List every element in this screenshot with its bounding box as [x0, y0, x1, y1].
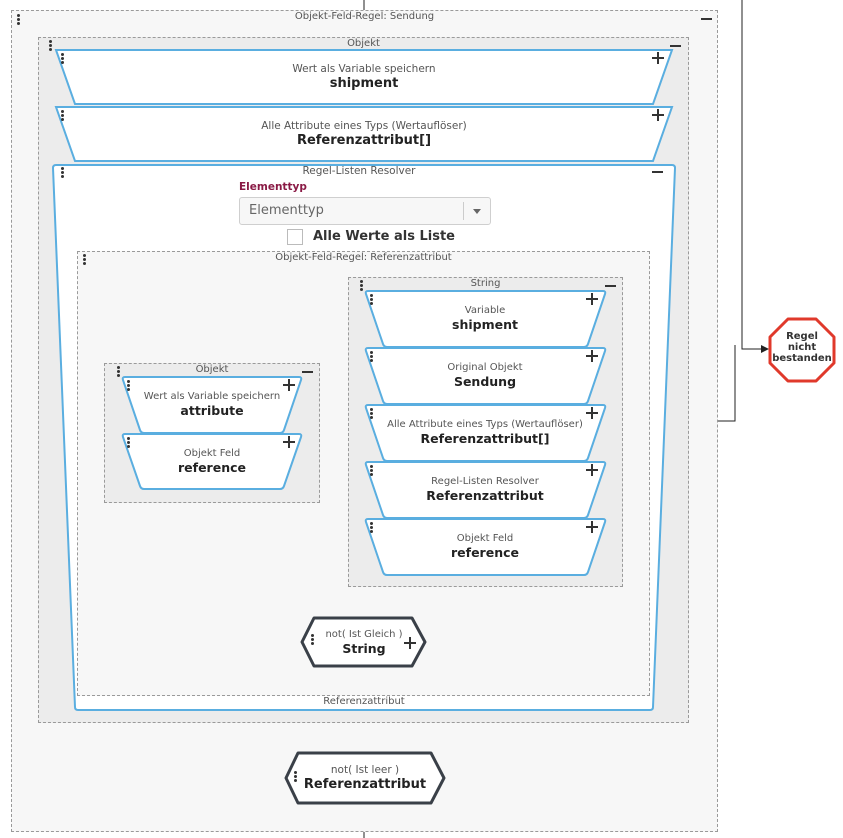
drag-handle-icon[interactable]	[370, 294, 374, 308]
node-refattr-sub: Alle Attribute eines Typs (Wertauflöser)	[261, 120, 467, 132]
node-shipment-text: Wert als Variable speichern shipment	[200, 63, 528, 92]
add-icon[interactable]	[586, 350, 598, 362]
stop-line-2: nicht	[787, 342, 817, 353]
left-objekt-title: Objekt	[195, 364, 229, 375]
string-node-5-text: Objekt Feld reference	[385, 532, 585, 561]
add-icon[interactable]	[586, 521, 598, 533]
outer-rule-title: Objekt-Feld-Regel: Sendung	[294, 11, 435, 22]
string-node-5-main: reference	[451, 545, 519, 560]
drag-handle-icon[interactable]	[61, 110, 65, 124]
cond-outer-text: not( Ist leer ) Referenzattribut	[300, 764, 430, 793]
node-all-attributes[interactable]	[54, 106, 674, 162]
add-icon[interactable]	[586, 464, 598, 476]
element-type-label: Elementtyp	[239, 181, 307, 193]
node-shipment-main: shipment	[329, 76, 399, 91]
all-values-checkbox[interactable]	[287, 229, 303, 245]
left-node-1-sub: Wert als Variable speichern	[143, 391, 281, 402]
collapse-icon[interactable]	[605, 285, 616, 287]
stop-line-3: bestanden	[772, 353, 832, 364]
collapse-icon[interactable]	[701, 18, 712, 20]
drag-handle-icon[interactable]	[117, 366, 121, 380]
string-node-3-sub: Alle Attribute eines Typs (Wertauflöser)	[387, 419, 583, 430]
cond-outer-sub: not( Ist leer )	[330, 764, 400, 776]
drag-handle-icon[interactable]	[61, 167, 65, 181]
left-node-1-text: Wert als Variable speichern attribute	[136, 390, 288, 419]
node-refattr-text: Alle Attribute eines Typs (Wertauflöser)…	[200, 120, 528, 149]
cond-inner-sub: not( Ist Gleich )	[325, 629, 403, 640]
drag-handle-icon[interactable]	[127, 437, 131, 451]
all-values-label: Alle Werte als Liste	[313, 229, 455, 244]
resolver-title: Regel-Listen Resolver	[302, 165, 416, 177]
add-icon[interactable]	[586, 407, 598, 419]
left-node-2-sub: Objekt Feld	[183, 448, 241, 459]
cond-outer-main: Referenzattribut	[303, 777, 427, 792]
collapse-icon[interactable]	[302, 371, 313, 373]
string-node-3-text: Alle Attribute eines Typs (Wertauflöser)…	[380, 418, 590, 447]
drag-handle-icon[interactable]	[370, 408, 374, 422]
condition-not-empty[interactable]	[284, 751, 446, 805]
resolver-footer: Referenzattribut	[323, 696, 405, 707]
left-node-1-main: attribute	[180, 403, 244, 418]
drag-handle-icon[interactable]	[311, 634, 315, 648]
drag-handle-icon[interactable]	[370, 522, 374, 536]
add-icon[interactable]	[586, 293, 598, 305]
inner-rule-title: Objekt-Feld-Regel: Referenzattribut	[275, 252, 452, 263]
chevron-down-icon[interactable]	[473, 209, 481, 214]
string-node-1-main: shipment	[452, 317, 518, 332]
node-refattr-main: Referenzattribut[]	[296, 133, 432, 148]
drag-handle-icon[interactable]	[294, 771, 298, 785]
add-icon[interactable]	[283, 436, 295, 448]
node-shipment-sub: Wert als Variable speichern	[292, 63, 436, 75]
left-node-2-text: Objekt Feld reference	[136, 447, 288, 476]
string-node-2-text: Original Objekt Sendung	[385, 361, 585, 390]
cond-inner-main: String	[342, 641, 386, 656]
drag-handle-icon[interactable]	[83, 254, 87, 268]
string-node-2-sub: Original Objekt	[447, 362, 523, 373]
stop-line-1: Regel	[786, 331, 818, 342]
node-object-field-reference[interactable]	[121, 433, 303, 490]
string-node-5-sub: Objekt Feld	[456, 533, 514, 544]
string-node-2-main: Sendung	[453, 374, 517, 389]
string-node-1-sub: Variable	[464, 305, 506, 316]
string-node-1-text: Variable shipment	[385, 304, 585, 333]
add-icon[interactable]	[652, 52, 664, 64]
drag-handle-icon[interactable]	[370, 465, 374, 479]
add-icon[interactable]	[404, 637, 416, 649]
condition-not-equal[interactable]	[300, 616, 428, 668]
string-node-5[interactable]	[364, 518, 607, 576]
drag-handle-icon[interactable]	[127, 380, 131, 394]
string-node-4-text: Regel-Listen Resolver Referenzattribut	[385, 475, 585, 504]
left-node-2-main: reference	[178, 460, 246, 475]
drag-handle-icon[interactable]	[61, 53, 65, 67]
add-icon[interactable]	[283, 379, 295, 391]
string-node-4-main: Referenzattribut	[426, 488, 544, 503]
objekt-group-title: Objekt	[347, 38, 380, 49]
drag-handle-icon[interactable]	[370, 351, 374, 365]
string-node-3-main: Referenzattribut[]	[420, 431, 550, 446]
collapse-icon[interactable]	[670, 45, 681, 47]
drag-handle-icon[interactable]	[360, 280, 364, 294]
select-separator	[463, 202, 464, 220]
stop-octagon[interactable]	[768, 317, 836, 383]
node-variable-shipment[interactable]	[54, 49, 674, 105]
collapse-icon[interactable]	[652, 171, 663, 173]
element-type-value: Elementtyp	[249, 203, 324, 218]
add-icon[interactable]	[652, 109, 664, 121]
element-type-select[interactable]: Elementtyp	[239, 197, 491, 225]
stop-text: Regel nicht bestanden	[768, 331, 836, 364]
drag-handle-icon[interactable]	[17, 14, 21, 28]
drag-handle-icon[interactable]	[49, 40, 53, 54]
string-node-4-sub: Regel-Listen Resolver	[431, 476, 539, 487]
string-group-title: String	[470, 278, 501, 289]
cond-inner-text: not( Ist Gleich ) String	[316, 628, 412, 657]
